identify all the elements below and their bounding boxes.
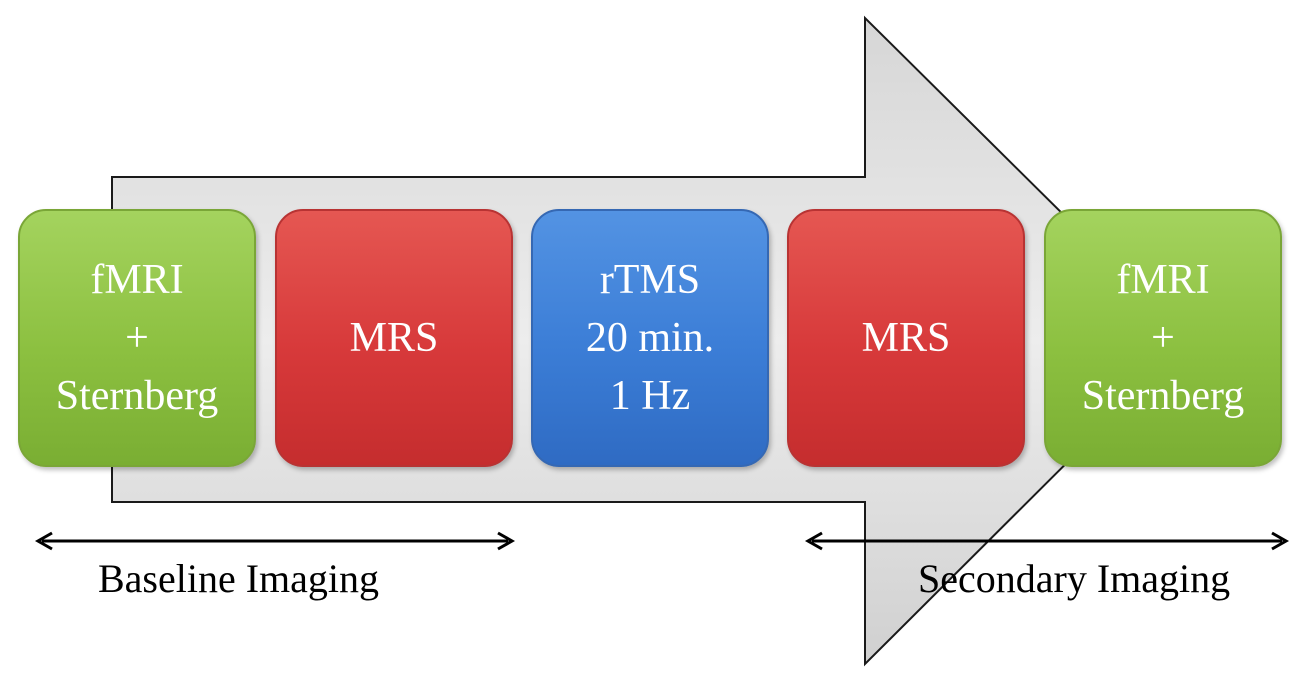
baseline-span-arrow (34, 531, 516, 551)
secondary-span-arrow (804, 531, 1290, 551)
step-line: MRS (349, 315, 439, 361)
step-mrs-baseline: MRS (275, 209, 513, 467)
step-line: Sternberg (55, 373, 219, 419)
step-fmri-secondary: fMRI + Sternberg (1044, 209, 1282, 467)
step-line: + (125, 315, 149, 361)
secondary-imaging-label: Secondary Imaging (918, 556, 1231, 601)
step-line: fMRI (1116, 257, 1210, 303)
step-line: 1 Hz (609, 373, 691, 419)
baseline-imaging-label: Baseline Imaging (98, 556, 380, 601)
step-line: fMRI (90, 257, 184, 303)
step-line: + (1151, 315, 1175, 361)
step-line: 20 min. (585, 315, 715, 361)
step-line: MRS (861, 315, 951, 361)
step-line: Sternberg (1081, 373, 1245, 419)
step-mrs-secondary: MRS (787, 209, 1025, 467)
step-line: rTMS (599, 257, 701, 303)
step-fmri-baseline: fMRI + Sternberg (18, 209, 256, 467)
step-rtms: rTMS 20 min. 1 Hz (531, 209, 769, 467)
